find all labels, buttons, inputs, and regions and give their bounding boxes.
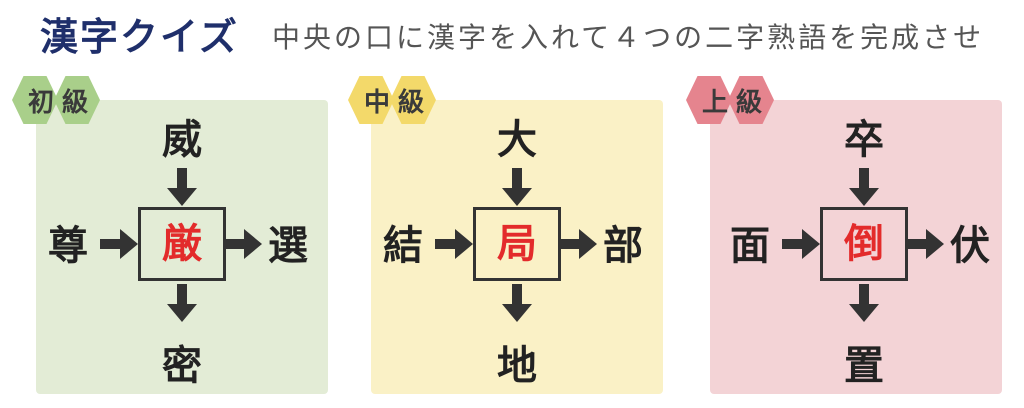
kanji-right: 部 xyxy=(603,223,643,269)
kanji-bottom: 密 xyxy=(162,343,202,389)
level-label: 初級 xyxy=(27,88,96,118)
level-badge-intermediate: 中級 xyxy=(348,76,448,124)
kanji-top: 威 xyxy=(162,117,202,163)
kanji-top: 大 xyxy=(497,117,537,163)
kanji-right: 伏 xyxy=(950,223,990,269)
kanji-left: 結 xyxy=(383,223,423,269)
arrow-right-icon xyxy=(435,229,473,259)
arrow-down-icon xyxy=(167,284,197,322)
kanji-right: 選 xyxy=(268,223,308,269)
level-label: 中級 xyxy=(363,88,432,118)
level-badge-advanced: 上級 xyxy=(686,76,786,124)
kanji-bottom: 地 xyxy=(497,343,537,389)
kanji-bottom: 置 xyxy=(844,343,884,389)
arrow-right-icon xyxy=(906,229,944,259)
kanji-left: 尊 xyxy=(48,223,88,269)
answer-kanji: 倒 xyxy=(844,221,884,267)
answer-box: 局 xyxy=(473,207,561,281)
arrow-right-icon xyxy=(224,229,262,259)
level-badge-beginner: 初級 xyxy=(12,76,112,124)
kanji-left: 面 xyxy=(730,223,770,269)
level-label: 上級 xyxy=(701,88,770,118)
arrow-down-icon xyxy=(502,168,532,206)
hex-shape xyxy=(686,76,732,124)
arrow-right-icon xyxy=(782,229,820,259)
kanji-top: 卒 xyxy=(844,117,884,163)
panel-intermediate xyxy=(371,100,663,394)
hex-shape xyxy=(728,76,774,124)
page-subtitle: 中央の口に漢字を入れて４つの二字熟語を完成させ xyxy=(272,21,985,54)
arrow-down-icon xyxy=(502,284,532,322)
arrow-down-icon xyxy=(167,168,197,206)
answer-box: 厳 xyxy=(138,207,226,281)
panel-advanced xyxy=(710,100,1002,394)
answer-box: 倒 xyxy=(820,207,908,281)
page-title: 漢字クイズ xyxy=(40,15,239,59)
arrow-down-icon xyxy=(849,284,879,322)
answer-kanji: 厳 xyxy=(162,221,202,267)
answer-kanji: 局 xyxy=(497,221,537,267)
arrow-right-icon xyxy=(100,229,138,259)
arrow-right-icon xyxy=(559,229,597,259)
panel-beginner xyxy=(36,100,328,394)
arrow-down-icon xyxy=(849,168,879,206)
